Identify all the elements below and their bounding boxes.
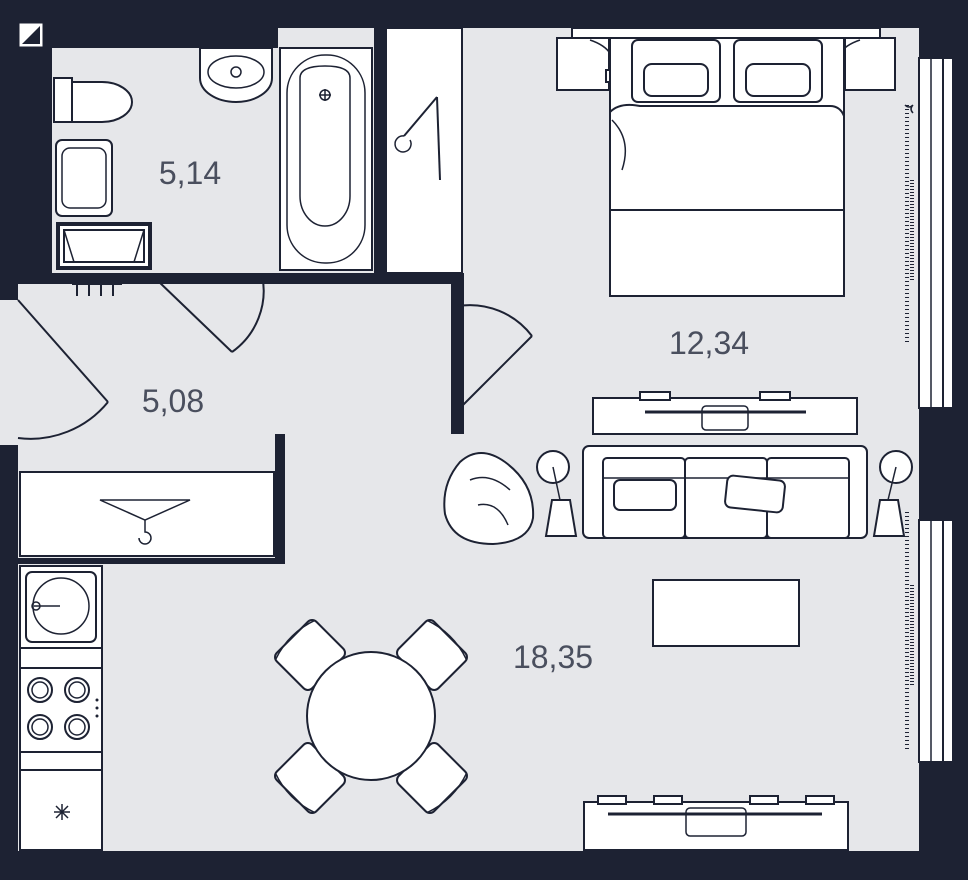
bathroom-sink-icon bbox=[199, 47, 273, 103]
sofa-icon bbox=[582, 445, 868, 539]
compass-corner-icon bbox=[19, 23, 43, 47]
bathroom-door bbox=[156, 274, 265, 353]
tv-stand-living-icon bbox=[583, 795, 849, 851]
storage-box-icon bbox=[56, 222, 152, 270]
entrance-door bbox=[17, 299, 109, 440]
bathtub-icon bbox=[279, 47, 373, 271]
washing-machine-icon bbox=[55, 139, 113, 217]
bedroom-door bbox=[457, 304, 533, 411]
kitchen-unit bbox=[19, 565, 103, 851]
living-furniture bbox=[274, 445, 913, 851]
windows bbox=[918, 57, 954, 763]
area-label-bedroom: 12,34 bbox=[669, 325, 749, 361]
dining-table-icon bbox=[274, 619, 468, 814]
bedroom-furniture bbox=[556, 27, 896, 435]
area-label-hallway: 5,08 bbox=[142, 383, 204, 419]
bed-icon bbox=[609, 37, 845, 297]
area-label-bathroom: 5,14 bbox=[159, 155, 221, 191]
tv-stand-icon bbox=[592, 391, 858, 435]
bean-bag-icon bbox=[443, 452, 535, 546]
floor-lamp-left-icon bbox=[536, 450, 578, 537]
hanger-icon bbox=[99, 499, 191, 545]
nightstand-right bbox=[844, 37, 896, 91]
hanger-icon bbox=[394, 96, 441, 181]
kitchen-sink-icon bbox=[25, 571, 97, 643]
bathroom-fixtures bbox=[53, 47, 373, 296]
floor-lamp-right-icon bbox=[872, 450, 913, 537]
stove-icon bbox=[27, 677, 99, 740]
entrance-opening bbox=[0, 300, 18, 445]
rug bbox=[652, 579, 800, 647]
hallway-floor bbox=[18, 284, 451, 434]
closet bbox=[385, 27, 463, 274]
area-label-living-kitchen: 18,35 bbox=[513, 639, 593, 675]
towel-rail-icon bbox=[72, 283, 122, 296]
toilet-icon bbox=[53, 77, 133, 123]
hallway-wardrobe bbox=[19, 471, 275, 557]
snowflake-icon bbox=[54, 804, 70, 820]
radiators bbox=[904, 104, 914, 750]
